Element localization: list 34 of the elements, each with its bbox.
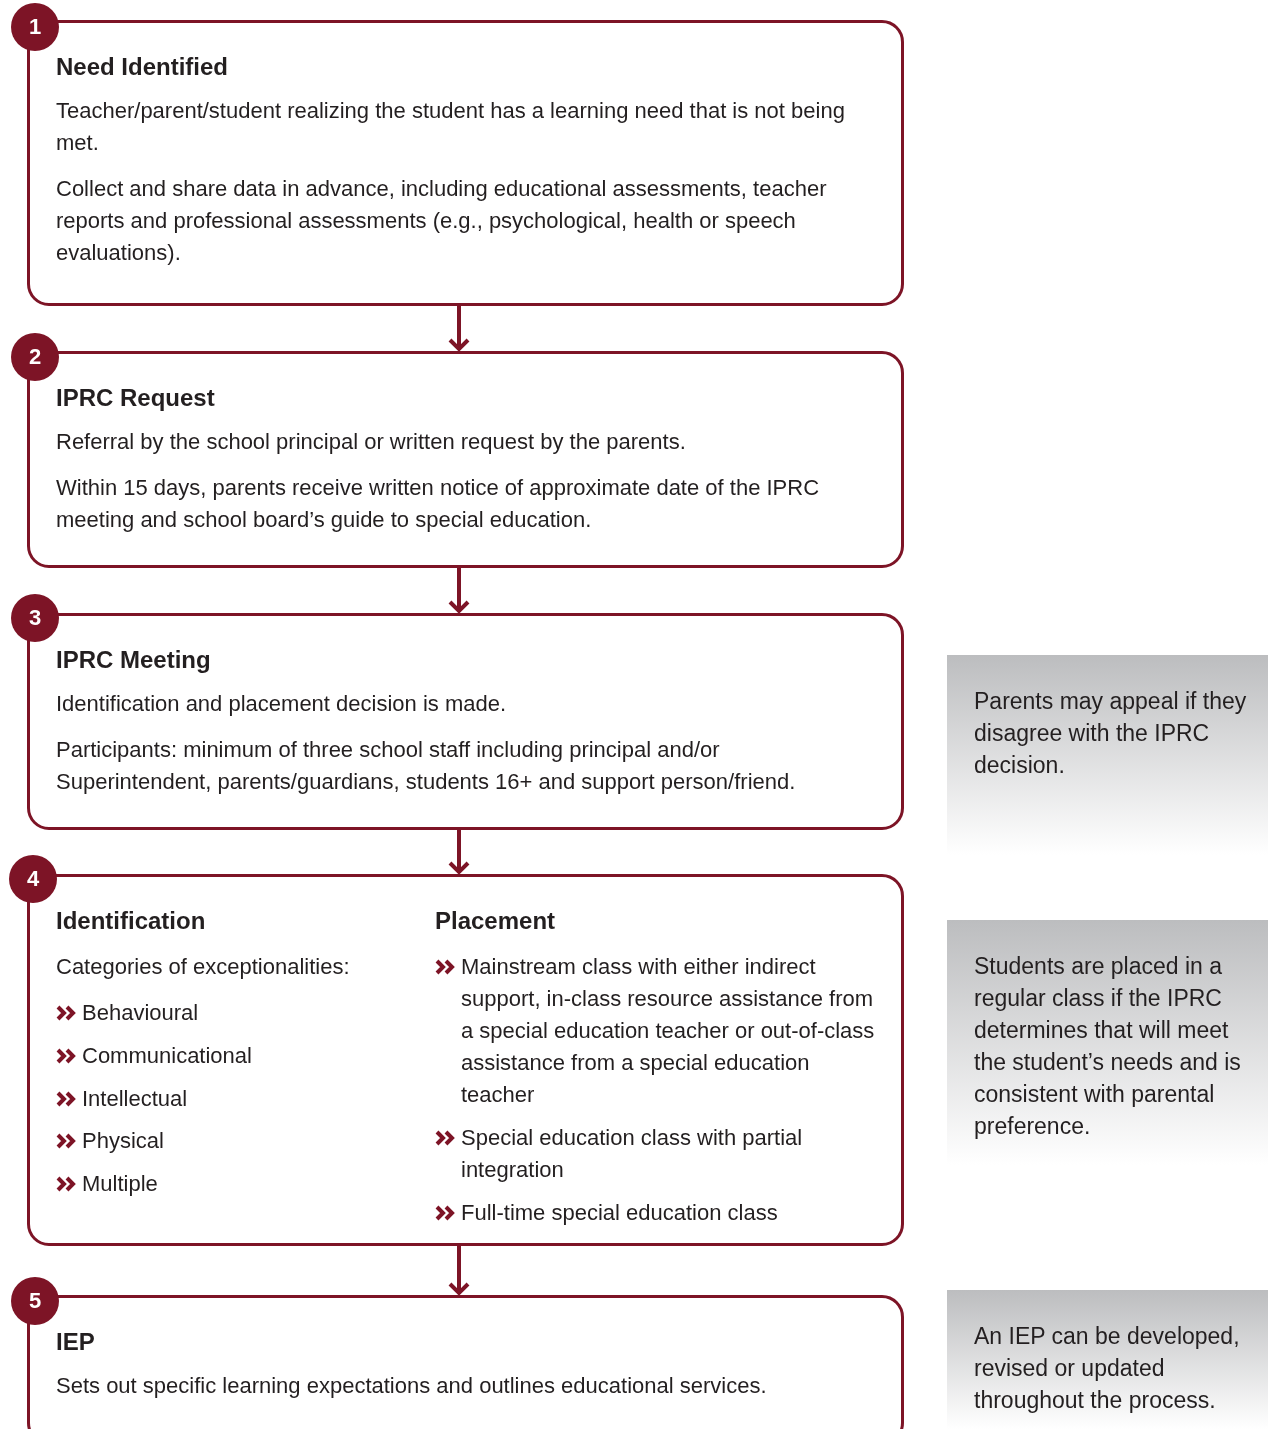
bullet-text: Multiple bbox=[82, 1170, 159, 1198]
step-number: 5 bbox=[11, 1277, 59, 1325]
arrow bbox=[448, 568, 470, 613]
step-heading: Need Identified bbox=[56, 53, 230, 81]
step-text: Categories of exceptionalities: bbox=[56, 953, 351, 981]
step-text: Teacher/parent/student realizing the student has a learning need that is not being met. bbox=[56, 97, 846, 157]
step-number: 1 bbox=[11, 3, 59, 51]
bullet-text: Communicational bbox=[82, 1042, 253, 1070]
column-heading: Identification bbox=[56, 907, 207, 935]
step-text: Collect and share data in advance, including educational assessments, teacher reports and professional assessments (e.g., psychological, health or speech evaluations). bbox=[56, 175, 828, 267]
bullet-text: Special education class with partial integration bbox=[461, 1124, 804, 1184]
bullet-text: Full-time special education class bbox=[461, 1199, 779, 1227]
arrow bbox=[448, 830, 470, 874]
step-box bbox=[27, 351, 904, 568]
step-heading: IPRC Meeting bbox=[56, 646, 212, 674]
step-box bbox=[27, 1295, 904, 1429]
arrow bbox=[448, 306, 470, 351]
bullet-text: Mainstream class with either indirect support, in-class resource assistance from a special education teacher or out-of-class assistance from a special education teacher bbox=[461, 953, 876, 1109]
step-heading: IPRC Request bbox=[56, 384, 216, 412]
bullet-text: Intellectual bbox=[82, 1085, 189, 1113]
step-text: Sets out specific learning expectations and outlines educational services. bbox=[56, 1372, 768, 1400]
bullet-text: Physical bbox=[82, 1127, 165, 1155]
column-heading: Placement bbox=[435, 907, 557, 935]
arrow bbox=[448, 1246, 470, 1295]
step-text: Referral by the school principal or written request by the parents. bbox=[56, 428, 687, 456]
step-number: 4 bbox=[9, 855, 57, 903]
step-box bbox=[27, 20, 904, 306]
step-heading: IEP bbox=[56, 1328, 96, 1356]
step-text: Identification and placement decision is made. bbox=[56, 690, 508, 718]
step-number: 2 bbox=[11, 333, 59, 381]
step-number: 3 bbox=[11, 594, 59, 642]
bullet-text: Behavioural bbox=[82, 999, 200, 1027]
step-text: Participants: minimum of three school staff including principal and/or Superintendent, parents/guardians, students 16+ and support person/friend. bbox=[56, 736, 797, 796]
step-text: Within 15 days, parents receive written notice of approximate date of the IPRC meeting and school board’s guide to special education. bbox=[56, 474, 821, 534]
